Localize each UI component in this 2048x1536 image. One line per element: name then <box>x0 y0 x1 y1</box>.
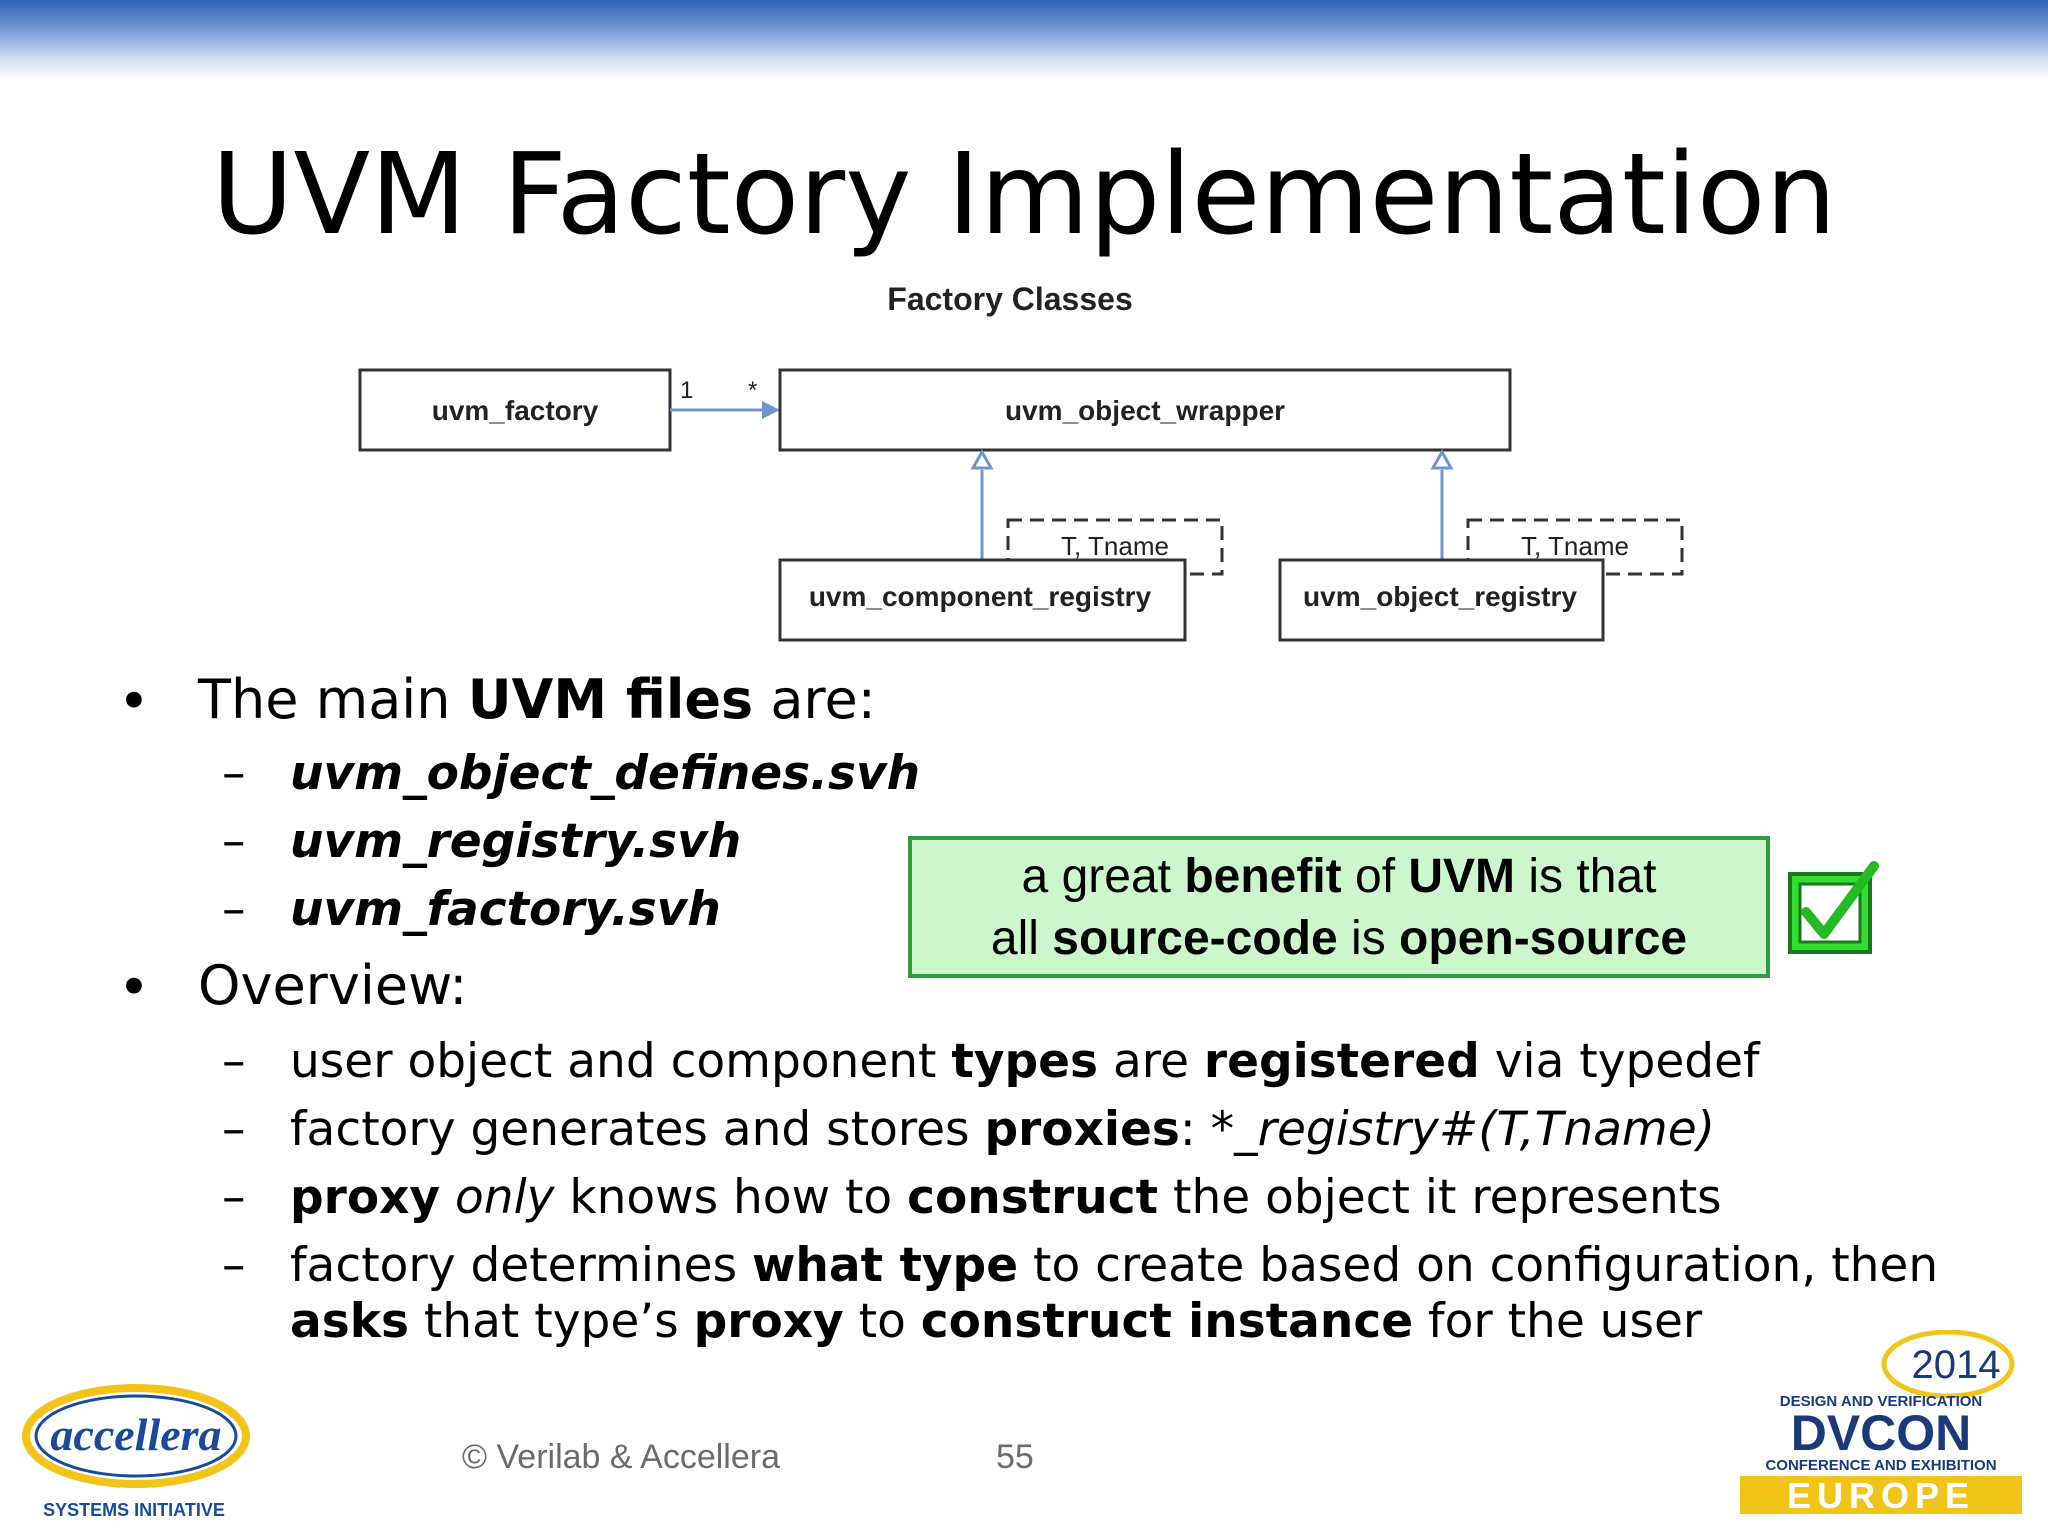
bold-text: types <box>951 1034 1099 1089</box>
bullet-text: are: <box>753 668 876 731</box>
italic-text: *_registry#(T,Tname) <box>1210 1102 1715 1157</box>
uvm-object-registry-label: uvm_object_registry <box>1303 581 1577 612</box>
multiplicity-many: * <box>748 377 757 404</box>
uvm-factory-label: uvm_factory <box>432 395 599 426</box>
bullet-marker: • <box>118 670 150 733</box>
svg-text:DVCON: DVCON <box>1791 1405 1972 1461</box>
bold-text: benefit <box>1184 850 1342 903</box>
dash-marker: – <box>222 746 246 801</box>
bold-text: construct instance <box>920 1294 1414 1349</box>
bold-text: source-code <box>1052 912 1338 965</box>
dash-marker: – <box>222 1238 246 1293</box>
bold-text: proxy <box>290 1170 441 1225</box>
uvm-component-registry-box <box>778 558 1187 642</box>
text: knows how to <box>554 1170 908 1225</box>
text: : <box>1179 1102 1211 1157</box>
diagram-caption: Factory Classes <box>887 281 1132 317</box>
text: for the user <box>1413 1294 1703 1349</box>
dvcon-europe-logo: 2014 DESIGN AND VERIFICATION DVCON CONFE… <box>1740 1330 2022 1516</box>
bullet-overview: Overview: <box>198 954 468 1017</box>
overview-item-factory-line1: factory determines what type to create b… <box>290 1238 1938 1293</box>
uvm-component-registry-label: uvm_component_registry <box>809 581 1152 612</box>
uvm-object-wrapper-box <box>778 368 1512 452</box>
template-param-object: T, Tname <box>1521 531 1629 561</box>
overview-item-types: user object and component types are regi… <box>290 1034 1760 1089</box>
text: is <box>1337 912 1400 965</box>
text: that type’s <box>408 1294 694 1349</box>
footer-copyright: © Verilab & Accellera <box>462 1438 780 1476</box>
factory-class-diagram: Factory Classes uvm_factory 1 * uvm_obje… <box>358 281 1684 642</box>
text: user object and component <box>290 1034 952 1089</box>
svg-text:accellera: accellera <box>50 1409 221 1460</box>
inherit-triangle-component <box>970 448 994 470</box>
svg-text:CONFERENCE AND EXHIBITION: CONFERENCE AND EXHIBITION <box>1765 1457 1996 1474</box>
uvm-object-wrapper-label: uvm_object_wrapper <box>1005 395 1285 426</box>
template-param-component: T, Tname <box>1061 531 1169 561</box>
bullet-marker: • <box>118 956 150 1019</box>
bold-text: proxy <box>693 1294 844 1349</box>
text: a great <box>1021 850 1185 903</box>
text: of <box>1341 850 1409 903</box>
overview-item-factory-line2: asks that type’s proxy to construct inst… <box>290 1294 1702 1349</box>
file-item: uvm_factory.svh <box>290 882 721 937</box>
text: factory generates and stores <box>290 1102 985 1157</box>
bullet-bold: UVM files <box>467 668 754 731</box>
bold-text: registered <box>1203 1034 1480 1089</box>
callout-line-2: all source-code is open-source <box>912 908 1766 970</box>
text: to create based on configuration, then <box>1018 1238 1939 1293</box>
file-item: uvm_object_defines.svh <box>290 746 921 801</box>
dash-marker: – <box>222 882 246 937</box>
checkmark-icon <box>1788 861 1879 954</box>
dash-marker: – <box>222 1170 246 1225</box>
dash-marker: – <box>222 1102 246 1157</box>
association-arrowhead <box>762 401 780 419</box>
bold-text: proxies <box>984 1102 1180 1157</box>
bold-text: what type <box>752 1238 1019 1293</box>
svg-text:DESIGN AND VERIFICATION: DESIGN AND VERIFICATION <box>1780 1393 1983 1410</box>
overview-item-proxies: factory generates and stores proxies: *_… <box>290 1102 1715 1157</box>
multiplicity-one: 1 <box>680 377 693 404</box>
file-item: uvm_registry.svh <box>290 814 742 869</box>
inherit-triangle-object <box>1430 448 1454 470</box>
text: factory determines <box>290 1238 753 1293</box>
bold-text: UVM <box>1408 850 1516 903</box>
bullet-uvm-files: The main UVM files are: <box>198 668 876 731</box>
svg-text:SYSTEMS INITIATIVE: SYSTEMS INITIATIVE <box>43 1500 225 1520</box>
callout-line-1: a great benefit of UVM is that <box>912 846 1766 908</box>
text: to <box>843 1294 921 1349</box>
uvm-object-registry-box <box>1278 558 1605 642</box>
page-number: 55 <box>996 1438 1034 1476</box>
text: are <box>1098 1034 1204 1089</box>
text: all <box>990 912 1053 965</box>
dash-marker: – <box>222 814 246 869</box>
text: is that <box>1515 850 1657 903</box>
open-source-callout: a great benefit of UVM is that all sourc… <box>908 836 1770 978</box>
text: via typedef <box>1479 1034 1760 1089</box>
svg-text:EUROPE: EUROPE <box>1787 1475 1975 1516</box>
text: the object it represents <box>1158 1170 1722 1225</box>
accellera-logo: accellera SYSTEMS INITIATIVE <box>22 1384 250 1520</box>
bold-text: construct <box>907 1170 1159 1225</box>
svg-text:2014: 2014 <box>1912 1343 2001 1387</box>
bold-text: asks <box>290 1294 409 1349</box>
dash-marker: – <box>222 1034 246 1089</box>
slide-title: UVM Factory Implementation <box>211 130 1837 260</box>
uvm-factory-box <box>358 368 672 452</box>
text <box>440 1170 455 1225</box>
bold-text: open-source <box>1399 912 1688 965</box>
italic-text: only <box>455 1170 555 1225</box>
top-gradient-bar <box>0 0 2048 80</box>
overview-item-construct: proxy only knows how to construct the ob… <box>290 1170 1722 1225</box>
bullet-text: The main <box>198 668 468 731</box>
